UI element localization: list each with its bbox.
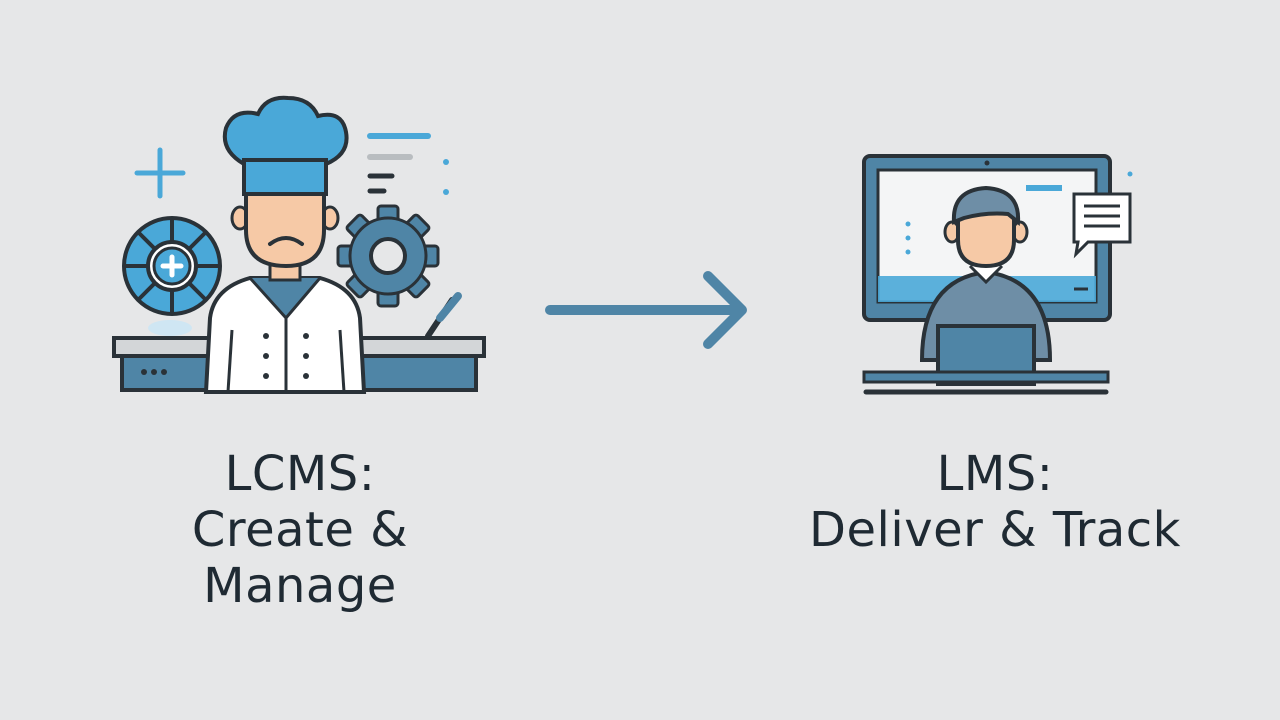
lms-title: LMS:	[936, 446, 1054, 502]
learner-at-monitor-icon	[862, 154, 1133, 395]
add-badge-icon	[122, 216, 222, 336]
desk	[862, 370, 1110, 395]
lms-label: LMS: Deliver & Track	[760, 446, 1230, 558]
gear-icon	[336, 204, 440, 308]
chef-with-gear-icon	[112, 95, 486, 394]
lcms-line-manage: Manage	[203, 558, 397, 614]
chef-hat	[222, 95, 349, 196]
text-lines-icon	[367, 133, 449, 195]
chef-head	[230, 186, 340, 282]
message-bubble-icon	[1072, 171, 1133, 259]
lcms-label: LCMS: Create & Manage	[140, 446, 460, 614]
lcms-line-create: Create &	[191, 502, 409, 558]
lcms-title: LCMS:	[224, 446, 376, 502]
arrow-right-icon	[545, 271, 747, 349]
chef-body	[203, 276, 367, 394]
plus-icon	[134, 147, 186, 199]
lms-line-deliver: Deliver & Track	[809, 502, 1181, 558]
